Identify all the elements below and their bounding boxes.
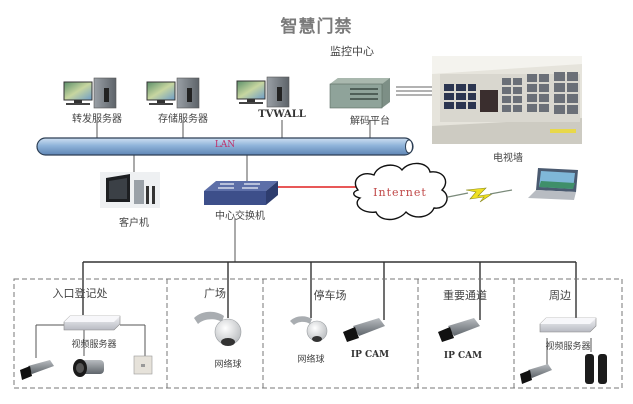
zone-title-plaza: 广场	[204, 287, 226, 300]
core-switch-label: 中心交换机	[215, 211, 265, 222]
infrared-beam-detector-icon	[585, 354, 607, 384]
network-switch-icon	[204, 181, 278, 205]
internet-label: Internet	[373, 186, 427, 199]
storage-server-label: 存储服务器	[158, 114, 208, 125]
entrance-video-server-label: 视频服务器	[71, 340, 117, 350]
ir-bullet-camera-icon	[73, 359, 104, 377]
entrance-links	[35, 324, 146, 358]
lan-bus	[36, 137, 414, 156]
video-wall-photo	[432, 56, 582, 144]
perimeter-links	[546, 338, 592, 366]
box-camera-icon	[520, 364, 552, 384]
lightning-link-icon	[447, 187, 513, 203]
box-camera-icon	[20, 360, 54, 380]
ip-camera-icon	[438, 318, 480, 342]
zone-boxes	[13, 278, 623, 389]
zone-bus	[82, 261, 577, 320]
decoder-tvwall-links	[396, 86, 436, 96]
monitoring-center-label: 监控中心	[330, 45, 374, 58]
ptz-dome-camera-icon	[194, 311, 242, 346]
diagram-title: 智慧门禁	[280, 17, 353, 37]
client-pc-icon	[100, 172, 160, 208]
top-device-links	[96, 120, 371, 262]
decoder-rack-icon	[329, 78, 390, 109]
channel-ipcam-label: IP CAM	[443, 351, 483, 361]
tv-wall-label: 电视墙	[493, 153, 523, 164]
video-server-icon	[539, 317, 597, 333]
ptz-dome-camera-icon	[290, 316, 328, 342]
zone-title-parking: 停车场	[313, 289, 347, 302]
laptop-icon	[528, 168, 578, 200]
cloud-icon	[353, 162, 448, 221]
desktop-server-icon	[146, 77, 200, 109]
parking-ipcam-label: IP CAM	[350, 350, 390, 360]
client-label: 客户机	[119, 218, 149, 229]
zone-title-important-channel: 重要通道	[443, 289, 487, 302]
decode-platform-label: 解码平台	[350, 116, 390, 127]
forward-server-label: 转发服务器	[72, 114, 122, 125]
zone-title-perimeter: 周边	[549, 289, 571, 302]
zone-title-entrance: 入口登记处	[52, 287, 108, 300]
parking-dome-label: 网络球	[297, 355, 325, 365]
card-reader-icon	[133, 355, 153, 375]
desktop-server-icon	[63, 77, 117, 109]
video-server-icon	[63, 315, 121, 331]
plaza-dome-label: 网络球	[214, 360, 242, 370]
lan-label: LAN	[214, 140, 236, 150]
desktop-server-icon	[236, 76, 290, 108]
ip-camera-icon	[343, 318, 385, 342]
tvwall-label: TVWALL	[258, 109, 306, 120]
perimeter-video-server-label: 视频服务器	[545, 342, 591, 352]
